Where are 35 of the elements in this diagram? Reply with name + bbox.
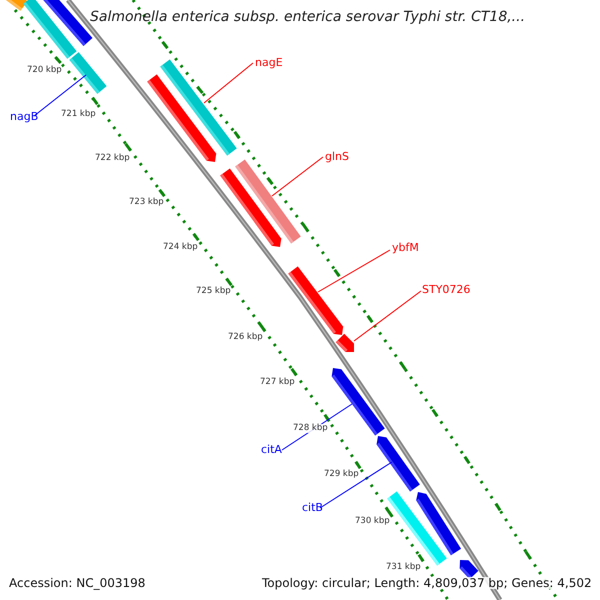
gene-feature-bar [220,168,282,247]
gene-feature-bar [336,334,354,352]
leader-line [272,156,324,196]
leader-line [318,250,390,292]
gene-feature-bar [332,368,385,436]
leader-line [354,290,422,342]
scale-label: 730 kbp [355,517,390,526]
gene-label: citB [302,502,323,513]
scale-label: 723 kbp [129,198,164,206]
scale-label: 728 kbp [293,424,328,432]
gene-label: glnS [325,151,349,162]
gene-feature-bar [376,436,420,492]
scale-label: 722 kbp [95,154,130,162]
gene-label: nagB [10,111,38,122]
scale-label: 724 kbp [163,243,198,252]
gene-feature-bar [288,266,344,335]
gene-label: STY0726 [422,284,470,295]
info-text: Topology: circular; Length: 4,809,037 bp; Genes: 4,502 [262,577,592,589]
scale-label: 725 kbp [196,287,231,296]
scale-label: 731 kbp [386,563,421,572]
title: Salmonella enterica subsp. enterica serovar Typhi str. CT18,... [90,10,526,24]
gene-label: citA [261,444,282,455]
leader-line [320,462,392,508]
gene-label: nagE [255,57,283,68]
leader-line [204,62,254,104]
scale-label: 729 kbp [324,470,359,478]
gene-feature-bar [147,74,216,162]
scale-label: 720 kbp [27,66,62,74]
info-text: Accession: NC_003198 [9,577,146,589]
scale-label: 727 kbp [260,378,295,386]
leader-line [34,74,86,116]
scale-label: 721 kbp [61,110,96,118]
scale-label: 726 kbp [228,333,263,342]
gene-feature-bar [69,52,107,94]
gene-label: ybfM [392,242,419,253]
